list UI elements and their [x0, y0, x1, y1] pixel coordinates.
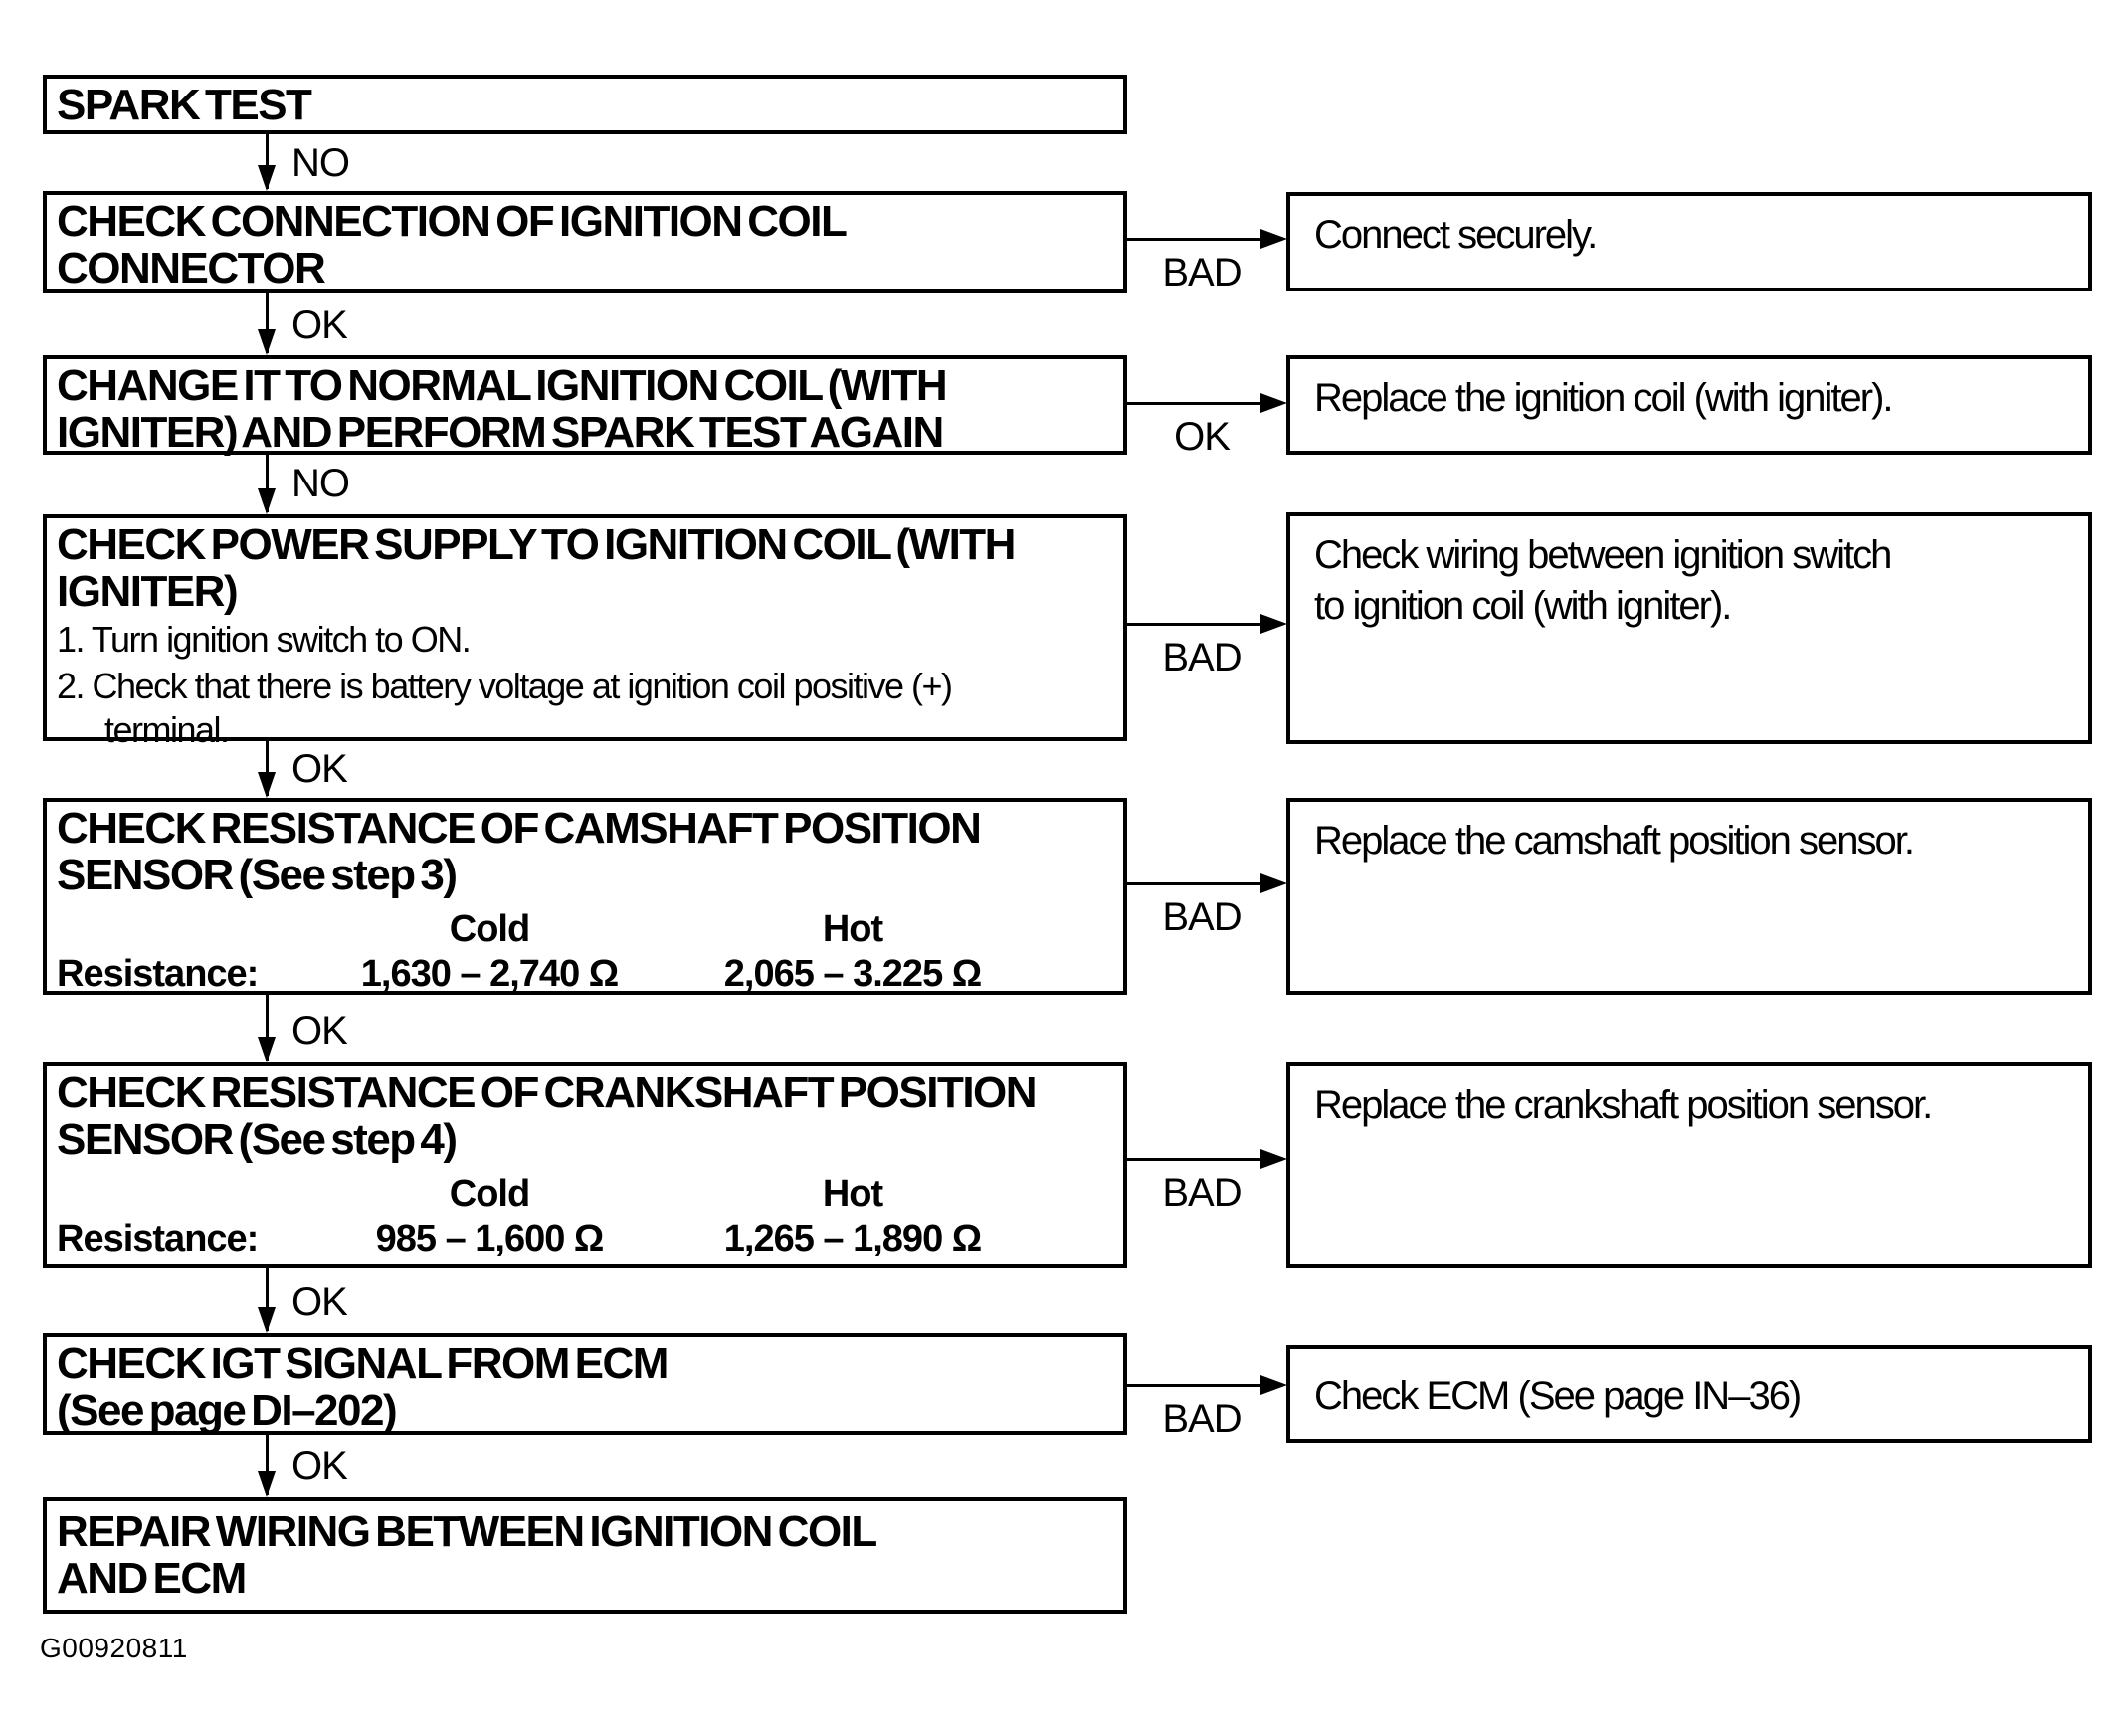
- down-arrow-label: OK: [291, 1280, 348, 1324]
- down-arrow-label: OK: [291, 747, 348, 791]
- step-title-line2: SENSOR (See step 3): [57, 850, 458, 899]
- down-arrow-line: [266, 741, 269, 796]
- down-arrow-label: OK: [291, 303, 348, 347]
- side-arrow-line: [1127, 402, 1266, 405]
- down-arrowhead-icon: [258, 329, 276, 355]
- down-arrowhead-icon: [258, 1037, 276, 1062]
- right-arrowhead-icon: [1260, 614, 1287, 634]
- right-arrowhead-icon: [1260, 1149, 1287, 1169]
- down-arrow-line: [266, 1268, 269, 1331]
- down-arrow-line: [266, 293, 269, 353]
- side-arrow-line: [1127, 882, 1266, 885]
- hot-resistance-value: 2,065 – 3.225 Ω: [723, 953, 982, 996]
- result-text: Replace the crankshaft position sensor.: [1314, 1083, 1933, 1127]
- step-check-power-supply: CHECK POWER SUPPLY TO IGNITION COIL (WIT…: [43, 514, 1127, 750]
- down-arrow-label: NO: [291, 141, 350, 185]
- step-title-line2: SENSOR (See step 4): [57, 1114, 458, 1164]
- result-text: Connect securely.: [1314, 213, 1598, 257]
- down-arrow-label: OK: [291, 1009, 348, 1053]
- result-replace-camshaft-sensor: Replace the camshaft position sensor.: [1286, 798, 2092, 995]
- down-arrow-label: NO: [291, 462, 350, 505]
- step-igt-signal: CHECK IGT SIGNAL FROM ECM (See page DI–2…: [43, 1333, 1127, 1435]
- down-arrowhead-icon: [258, 1471, 276, 1497]
- result-replace-crankshaft-sensor: Replace the crankshaft position sensor.: [1286, 1062, 2092, 1268]
- cold-column-header: Cold: [449, 908, 530, 951]
- cold-resistance-value: 1,630 – 2,740 Ω: [360, 953, 619, 996]
- down-arrowhead-icon: [258, 488, 276, 514]
- hot-resistance-value: 1,265 – 1,890 Ω: [723, 1218, 982, 1260]
- step-title: CHECK CONNECTION OF IGNITION COIL: [57, 197, 848, 246]
- step-repair-wiring: REPAIR WIRING BETWEEN IGNITION COIL AND …: [43, 1497, 1127, 1614]
- step-spark-test: SPARK TEST: [43, 75, 1127, 134]
- side-arrow-label: BAD: [1162, 1171, 1242, 1215]
- down-arrow-line: [266, 1435, 269, 1495]
- side-arrow-label: OK: [1174, 415, 1231, 459]
- right-arrowhead-icon: [1260, 1375, 1287, 1395]
- resistance-value-row: Resistance: 1,630 – 2,740 Ω 2,065 – 3.22…: [57, 953, 1113, 996]
- right-arrowhead-icon: [1260, 873, 1287, 893]
- result-text: Check wiring between ignition switch: [1314, 533, 1892, 577]
- step-crankshaft-resistance: CHECK RESISTANCE OF CRANKSHAFT POSITION …: [43, 1062, 1127, 1268]
- step-instruction: 1. Turn ignition switch to ON.: [57, 619, 472, 661]
- resistance-header-row: Cold Hot: [57, 908, 1113, 951]
- result-text: Check ECM (See page IN–36): [1314, 1374, 1802, 1418]
- step-title-line2: (See page DI–202): [57, 1385, 398, 1435]
- step-camshaft-resistance: CHECK RESISTANCE OF CAMSHAFT POSITION SE…: [43, 798, 1127, 995]
- down-arrow-line: [266, 455, 269, 512]
- down-arrow-line: [266, 995, 269, 1061]
- result-replace-ignition-coil: Replace the ignition coil (with igniter)…: [1286, 355, 2092, 455]
- figure-code: G00920811: [40, 1633, 188, 1663]
- step-instruction-wrap: terminal.: [104, 709, 230, 751]
- result-text: Replace the camshaft position sensor.: [1314, 819, 1915, 863]
- side-arrow-line: [1127, 1158, 1266, 1161]
- step-title: CHECK POWER SUPPLY TO IGNITION COIL (WIT…: [57, 520, 1016, 569]
- cold-column-header: Cold: [449, 1173, 530, 1216]
- down-arrow-label: OK: [291, 1445, 348, 1488]
- step-title: REPAIR WIRING BETWEEN IGNITION COIL: [57, 1507, 877, 1556]
- step-title-line2: IGNITER): [57, 566, 239, 616]
- step-change-coil: CHANGE IT TO NORMAL IGNITION COIL (WITH …: [43, 355, 1127, 455]
- down-arrow-line: [266, 134, 269, 189]
- right-arrowhead-icon: [1260, 229, 1287, 249]
- side-arrow-label: BAD: [1162, 636, 1242, 679]
- step-title-line2: IGNITER) AND PERFORM SPARK TEST AGAIN: [57, 407, 944, 457]
- step-title-line2: AND ECM: [57, 1553, 247, 1603]
- down-arrowhead-icon: [258, 165, 276, 191]
- step-title: CHANGE IT TO NORMAL IGNITION COIL (WITH: [57, 361, 948, 410]
- side-arrow-label: BAD: [1162, 251, 1242, 294]
- resistance-label: Resistance:: [57, 1218, 259, 1260]
- step-title-line2: CONNECTOR: [57, 243, 326, 292]
- step-check-connection: CHECK CONNECTION OF IGNITION COIL CONNEC…: [43, 191, 1127, 293]
- side-arrow-line: [1127, 1384, 1266, 1387]
- step-title: CHECK IGT SIGNAL FROM ECM: [57, 1339, 669, 1388]
- step-title: CHECK RESISTANCE OF CRANKSHAFT POSITION: [57, 1068, 1038, 1117]
- side-arrow-line: [1127, 238, 1266, 241]
- resistance-label: Resistance:: [57, 953, 259, 996]
- down-arrowhead-icon: [258, 772, 276, 798]
- result-text: Replace the ignition coil (with igniter)…: [1314, 376, 1894, 420]
- step-title: SPARK TEST: [57, 81, 312, 129]
- step-title: CHECK RESISTANCE OF CAMSHAFT POSITION: [57, 804, 982, 853]
- result-connect-securely: Connect securely.: [1286, 192, 2092, 291]
- side-arrow-label: BAD: [1162, 1397, 1242, 1441]
- step-instruction: 2. Check that there is battery voltage a…: [57, 666, 953, 707]
- resistance-header-row: Cold Hot: [57, 1173, 1113, 1216]
- side-arrow-label: BAD: [1162, 895, 1242, 939]
- hot-column-header: Hot: [822, 908, 883, 951]
- resistance-value-row: Resistance: 985 – 1,600 Ω 1,265 – 1,890 …: [57, 1218, 1113, 1260]
- result-check-wiring: Check wiring between ignition switch to …: [1286, 512, 2092, 744]
- down-arrowhead-icon: [258, 1307, 276, 1333]
- side-arrow-line: [1127, 623, 1266, 626]
- cold-resistance-value: 985 – 1,600 Ω: [375, 1218, 605, 1260]
- hot-column-header: Hot: [822, 1173, 883, 1216]
- result-text-line2: to ignition coil (with igniter).: [1314, 584, 1732, 629]
- right-arrowhead-icon: [1260, 393, 1287, 413]
- result-check-ecm: Check ECM (See page IN–36): [1286, 1345, 2092, 1443]
